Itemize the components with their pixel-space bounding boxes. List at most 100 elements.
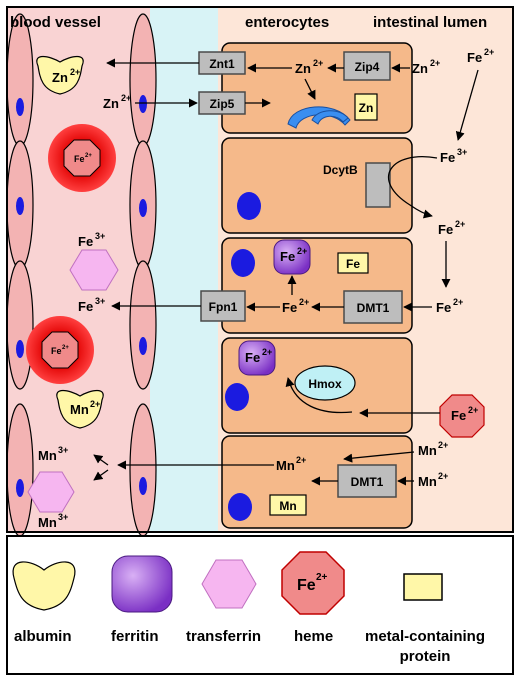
- legend-transferrin-icon: [201, 559, 257, 609]
- zn-protein-label: Zn: [359, 101, 374, 115]
- transferrin-fe: [69, 249, 119, 291]
- svg-text:2+: 2+: [453, 297, 463, 307]
- fe-protein-label: Fe: [346, 257, 360, 271]
- nucleus: [228, 493, 252, 521]
- svg-text:2+: 2+: [296, 455, 306, 465]
- vessel-wall-left: [6, 13, 34, 537]
- legend-panel: [6, 535, 514, 675]
- svg-text:2+: 2+: [297, 246, 307, 256]
- svg-text:2+: 2+: [438, 440, 448, 450]
- svg-text:Mn: Mn: [418, 474, 437, 489]
- legend-metal-protein-line2: protein: [400, 648, 451, 665]
- svg-text:2+: 2+: [90, 399, 100, 409]
- fpn1-transporter: [200, 290, 246, 322]
- svg-text:2+: 2+: [121, 93, 131, 103]
- heme-octagon: [63, 139, 101, 177]
- hmox-label: Hmox: [308, 377, 342, 391]
- mn-protein-label: Mn: [279, 499, 296, 513]
- dmt1-fe-label: DMT1: [357, 301, 390, 315]
- legend-transferrin: transferrin: [186, 628, 261, 645]
- interstitial-background: [150, 7, 218, 532]
- svg-text:2+: 2+: [85, 153, 92, 159]
- ferritin-fe: [273, 239, 311, 275]
- svg-text:Zn: Zn: [295, 61, 311, 76]
- svg-text:2+: 2+: [299, 297, 309, 307]
- svg-text:Zn: Zn: [103, 96, 119, 111]
- dcytb-transporter: [365, 162, 391, 208]
- hmox-enzyme: [294, 365, 356, 401]
- dmt1-mn-label: DMT1: [351, 475, 384, 489]
- svg-text:Mn: Mn: [276, 458, 295, 473]
- dmt1-fe-transporter: [343, 290, 403, 324]
- legend-albumin-icon: [12, 561, 76, 611]
- svg-text:Zn: Zn: [52, 70, 68, 85]
- svg-text:3+: 3+: [457, 147, 467, 157]
- zip4-label: Zip4: [355, 60, 380, 74]
- znt1-label: Znt1: [209, 57, 235, 71]
- svg-text:Mn: Mn: [38, 515, 57, 530]
- ferritin-heme: [238, 340, 276, 376]
- enterocyte-2: [221, 137, 413, 234]
- mn-protein: [269, 494, 307, 516]
- svg-text:2+: 2+: [316, 572, 328, 583]
- vessel-wall-right: [129, 13, 157, 537]
- legend-ferritin-icon: [111, 555, 173, 613]
- diagram-frame: [6, 6, 514, 533]
- svg-text:Mn: Mn: [38, 448, 57, 463]
- nucleus: [237, 192, 261, 220]
- svg-text:2+: 2+: [430, 58, 440, 68]
- zn-protein: [354, 93, 378, 121]
- albumin-mn: [56, 389, 104, 429]
- heme-octagon: [41, 331, 79, 369]
- svg-text:2+: 2+: [62, 345, 69, 351]
- svg-text:2+: 2+: [468, 405, 478, 415]
- svg-text:Fe: Fe: [438, 222, 453, 237]
- legend-metal-protein-line1: metal-containing: [365, 628, 485, 645]
- svg-text:2+: 2+: [262, 347, 272, 357]
- nucleus: [225, 383, 249, 411]
- zip5-label: Zip5: [210, 97, 235, 111]
- svg-text:Fe: Fe: [297, 577, 316, 594]
- legend-heme: heme: [294, 628, 333, 645]
- svg-text:Fe: Fe: [51, 346, 62, 356]
- nucleus: [231, 249, 255, 277]
- svg-text:Fe: Fe: [245, 350, 260, 365]
- svg-text:Mn: Mn: [70, 402, 89, 417]
- fe-protein: [337, 252, 369, 274]
- legend-metal-protein-icon: [403, 573, 443, 601]
- legend-heme-icon: [281, 551, 345, 615]
- header-blood-vessel: blood vessel: [10, 14, 101, 31]
- svg-text:Fe: Fe: [78, 299, 93, 314]
- svg-text:Fe: Fe: [282, 300, 297, 315]
- svg-text:Zn: Zn: [412, 61, 428, 76]
- svg-text:3+: 3+: [58, 512, 68, 522]
- svg-text:2+: 2+: [455, 219, 465, 229]
- svg-text:3+: 3+: [95, 231, 105, 241]
- legend-ferritin: ferritin: [111, 628, 159, 645]
- svg-text:2+: 2+: [438, 471, 448, 481]
- albumin-zn: [36, 55, 84, 95]
- transferrin-mn: [27, 471, 75, 513]
- legend-albumin: albumin: [14, 628, 72, 645]
- svg-text:2+: 2+: [484, 47, 494, 57]
